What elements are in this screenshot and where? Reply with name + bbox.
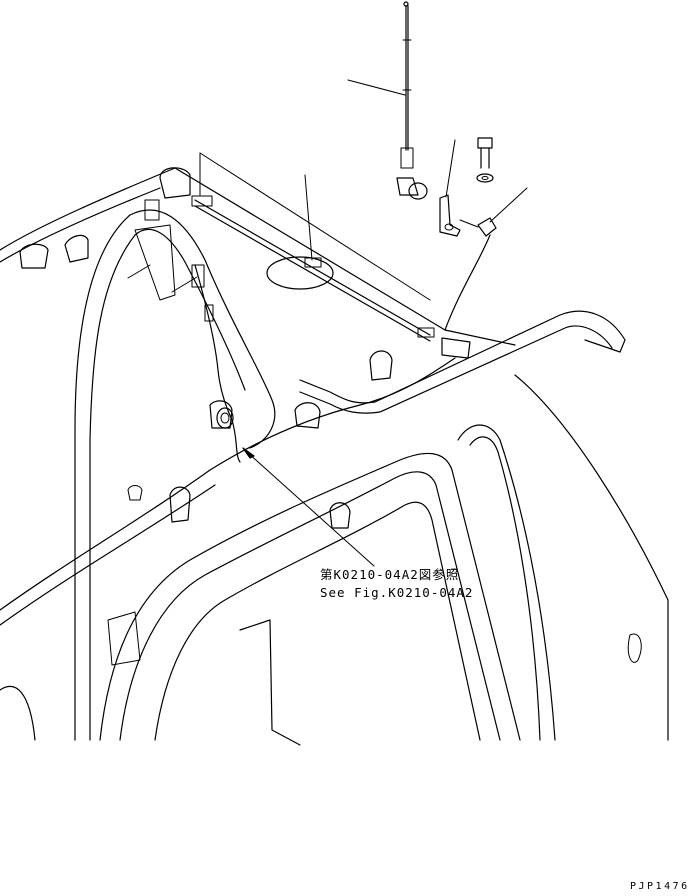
cab-roof-outline — [0, 167, 669, 741]
grommet — [216, 407, 234, 429]
rear-pillar-panel — [74, 209, 276, 741]
antenna-cable — [144, 195, 491, 463]
figure-reference-ja: 第K0210-04A2図参照 — [320, 567, 460, 582]
door-frame — [0, 424, 642, 746]
connector-nut — [459, 217, 497, 237]
mount-brackets — [19, 167, 471, 529]
bolt-washer — [476, 137, 494, 183]
antenna-mast — [396, 1, 428, 200]
grab-rail — [299, 310, 626, 414]
antenna-bracket — [439, 194, 461, 237]
figure-code: PJP1476 — [630, 881, 690, 892]
leader-lines — [127, 79, 528, 567]
figure-reference-en: See Fig.K0210-04A2 — [320, 585, 474, 600]
